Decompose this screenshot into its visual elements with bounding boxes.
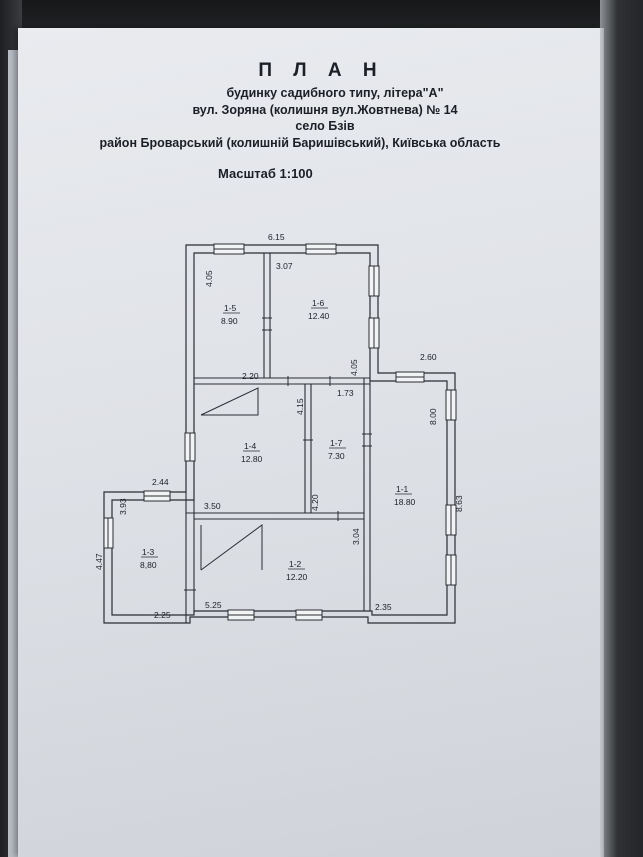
dim-left-height-15: 4.05 bbox=[204, 270, 214, 287]
dim-left-total: 4.47 bbox=[94, 553, 104, 570]
room-1-7-area: 7.30 bbox=[328, 451, 345, 461]
subtitle-building: будинку садибного типу, літера"А" bbox=[226, 86, 444, 100]
room-labels: 1-5 8.90 1-6 12.40 1-4 12.80 1-7 7.30 1-… bbox=[140, 298, 416, 582]
inner-walls bbox=[185, 253, 371, 623]
room-1-5-area: 8.90 bbox=[221, 316, 238, 326]
dim-room13-top: 2.44 bbox=[152, 477, 169, 487]
dim-room12-height: 3.04 bbox=[351, 528, 361, 545]
room-1-2-area: 12.20 bbox=[286, 572, 308, 582]
background-right bbox=[600, 0, 643, 857]
room-1-3-area: 8,80 bbox=[140, 560, 157, 570]
room-1-1-id: 1-1 bbox=[396, 484, 409, 494]
room-1-1-area: 18.80 bbox=[394, 497, 416, 507]
dim-room11-bottom: 2.35 bbox=[375, 602, 392, 612]
dim-room14-bottom: 3.50 bbox=[204, 501, 221, 511]
room-1-3-id: 1-3 bbox=[142, 547, 155, 557]
windows bbox=[103, 243, 457, 621]
dim-room14-height: 4.15 bbox=[295, 398, 305, 415]
room-1-6-id: 1-6 bbox=[312, 298, 325, 308]
room-1-7-id: 1-7 bbox=[330, 438, 343, 448]
document-title: П Л А Н bbox=[258, 60, 385, 81]
room-1-4-id: 1-4 bbox=[244, 441, 257, 451]
dim-room13-bottom: 2.25 bbox=[154, 610, 171, 620]
dim-room13-height: 3.93 bbox=[118, 498, 128, 515]
subtitle-street: вул. Зоряна (колишня вул.Жовтнева) № 14 bbox=[192, 103, 458, 117]
room-1-5-id: 1-5 bbox=[224, 303, 237, 313]
document-page bbox=[18, 28, 600, 857]
subtitle-village: село Бзів bbox=[295, 119, 355, 133]
room-1-6-area: 12.40 bbox=[308, 311, 330, 321]
dim-room14-width: 2.20 bbox=[242, 371, 259, 381]
dim-room12-bottom: 5.25 bbox=[205, 600, 222, 610]
dim-room16-width: 3.07 bbox=[276, 261, 293, 271]
scale-label: Масштаб 1:100 bbox=[218, 166, 313, 181]
dim-right-total: 8.63 bbox=[454, 495, 464, 512]
dim-room11-height: 8.00 bbox=[428, 408, 438, 425]
dimension-labels: 6.15 4.05 3.07 4.05 2.20 4.15 1.73 4.20 … bbox=[94, 232, 464, 620]
dim-room16-height: 4.05 bbox=[349, 359, 359, 376]
subtitle-district: район Броварський (колишній Баришівський… bbox=[99, 136, 501, 150]
doors bbox=[184, 317, 372, 591]
dim-room11-top: 2.60 bbox=[420, 352, 437, 362]
stairs bbox=[200, 387, 263, 571]
outer-walls bbox=[103, 244, 456, 624]
dim-room17-height: 4.20 bbox=[310, 494, 320, 511]
dim-top-width: 6.15 bbox=[268, 232, 285, 242]
dim-room17-width: 1.73 bbox=[337, 388, 354, 398]
room-1-4-area: 12.80 bbox=[241, 454, 263, 464]
room-1-2-id: 1-2 bbox=[289, 559, 302, 569]
